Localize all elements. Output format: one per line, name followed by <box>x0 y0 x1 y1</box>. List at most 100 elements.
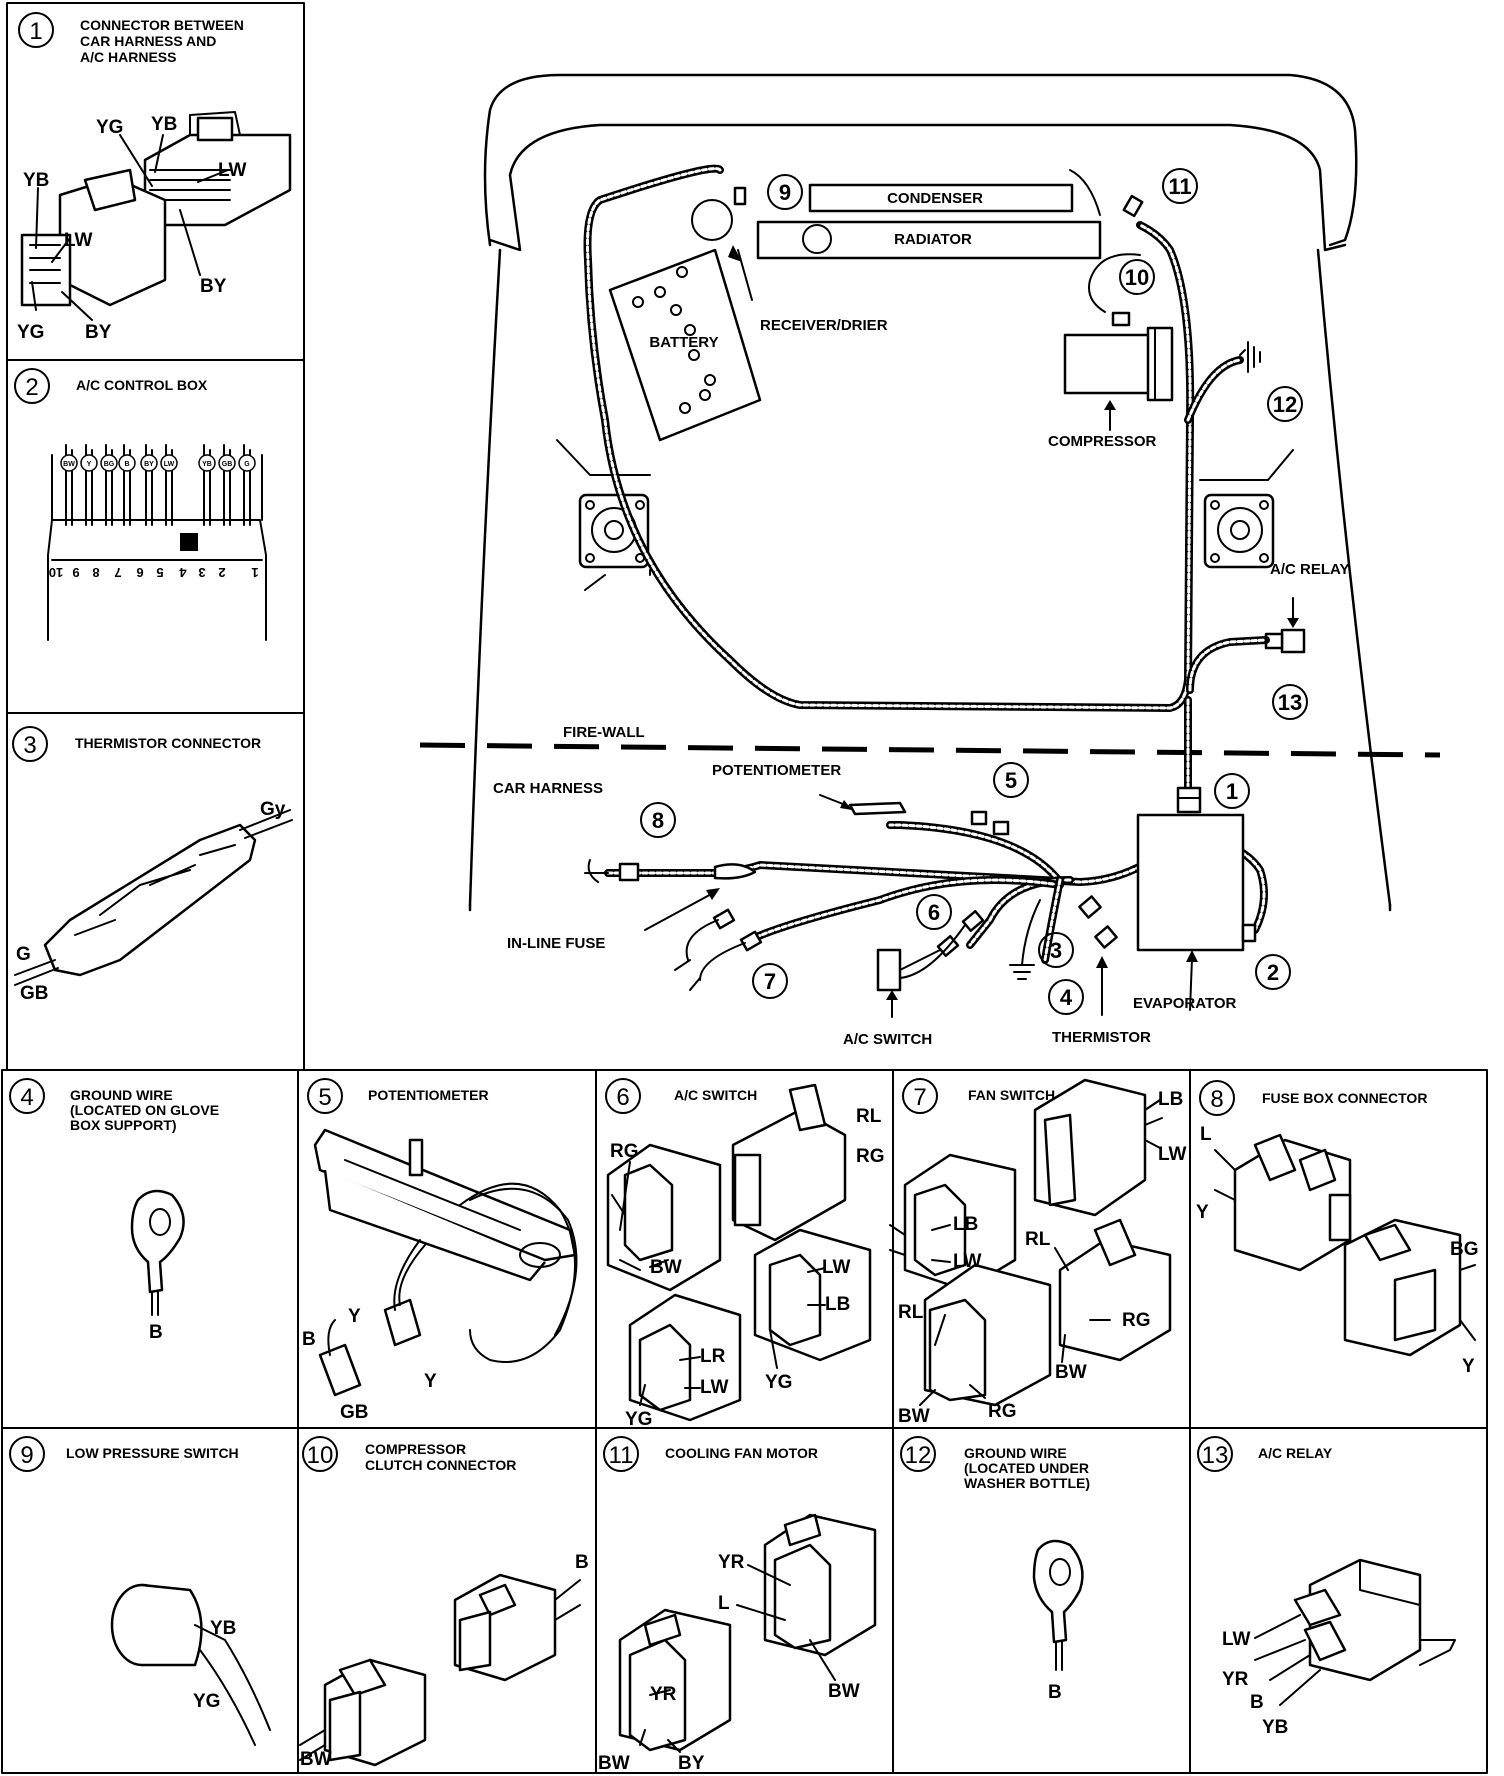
control-box-pin-label: GB <box>222 461 233 468</box>
wire-label-p8-bg: BG <box>1450 1239 1479 1260</box>
wire-label-p7-bw-left: BW <box>898 1406 930 1427</box>
callout-number: 13 <box>1278 690 1302 715</box>
ground-terminal-glove-box <box>130 1189 185 1316</box>
panel-8-title: FUSE BOX CONNECTOR <box>1262 1090 1427 1106</box>
label-fire-wall: FIRE-WALL <box>563 724 645 741</box>
wire-label-p6-lb: LB <box>825 1294 850 1315</box>
wire-label-p3-g: G <box>16 944 31 965</box>
compressor <box>1063 326 1174 431</box>
wire-label-p13-lw: LW <box>1222 1629 1251 1650</box>
fuse-box-connector-drawing <box>1214 1133 1476 1357</box>
panel-8-fuse-box-connector: 8 FUSE BOX CONNECTOR L Y BG Y <box>1196 1080 1479 1377</box>
label-evaporator: EVAPORATOR <box>1133 995 1237 1012</box>
control-box-terminal-number: 3 <box>198 565 205 580</box>
harness-connector-leaders <box>31 134 229 321</box>
wire-label-p9-yg: YG <box>193 1691 220 1712</box>
main-diagram: FIRE-WALL CONDENSER RADIATOR RECEIVER/DR… <box>419 73 1441 1048</box>
wire-label-p8-y-right: Y <box>1462 1356 1475 1377</box>
wire-label-p7-lw-top: LW <box>1158 1144 1187 1165</box>
control-box-pin: BW <box>60 444 78 526</box>
control-box-pin-label: BY <box>144 461 154 468</box>
wire-label-p7-rg-bottom: RG <box>988 1401 1017 1422</box>
evaporator <box>1136 813 1245 952</box>
control-box-pin-label: YB <box>202 461 212 468</box>
panel-12-title-line1: GROUND WIRE <box>964 1445 1067 1461</box>
wire-label-p1-yb-left: YB <box>23 170 49 191</box>
wire-label-p1-yb-top: YB <box>151 114 177 135</box>
label-thermistor: THERMISTOR <box>1052 1029 1151 1046</box>
panel-6-number: 6 <box>616 1084 629 1111</box>
wire-label-p8-l: L <box>1200 1124 1212 1145</box>
panel-12-title-line2: (LOCATED UNDER <box>964 1460 1089 1476</box>
wire-label-p3-gy: Gy <box>260 799 286 820</box>
panel-10-title-line1: COMPRESSOR <box>365 1441 466 1457</box>
firewall-line <box>419 742 1441 758</box>
control-box-pin: Y <box>80 444 98 526</box>
panel-11-cooling-fan-motor: 11 COOLING FAN MOTOR YR L BW YR BW BY <box>598 1436 877 1774</box>
wire-label-p7-bw-right: BW <box>1055 1362 1087 1383</box>
ground-terminal-washer-bottle <box>1032 1539 1084 1671</box>
wire-label-p11-by: BY <box>678 1753 705 1774</box>
callout-number: 8 <box>652 808 664 833</box>
label-condenser: CONDENSER <box>887 190 983 207</box>
wire-label-p3-gb: GB <box>20 983 49 1004</box>
wire-label-p7-lw-left: LW <box>953 1251 982 1272</box>
compressor-clutch-connector-drawing <box>299 1573 581 1767</box>
wire-label-p10-bw: BW <box>300 1749 332 1770</box>
wire-label-p6-lw-right: LW <box>822 1257 851 1278</box>
engine-mount-left <box>556 439 651 591</box>
callout-2: 2 <box>1255 954 1291 990</box>
wire-label-p6-lr: LR <box>700 1346 726 1367</box>
panel-10-number: 10 <box>307 1442 334 1469</box>
panel-1-number: 1 <box>29 18 42 45</box>
panel-1-title-line3: A/C HARNESS <box>80 49 176 65</box>
wire-label-p7-rl-left: RL <box>898 1302 924 1323</box>
wire-label-p5-y-bottom: Y <box>424 1371 437 1392</box>
control-box-pin: LW <box>160 444 178 526</box>
ac-relay-drawing <box>1254 1558 1456 1706</box>
control-box-pin-label: B <box>124 461 129 468</box>
control-box-terminal-number: 9 <box>72 565 79 580</box>
panel-11-title: COOLING FAN MOTOR <box>665 1445 818 1461</box>
label-receiver-drier: RECEIVER/DRIER <box>760 317 888 334</box>
wire-label-p6-rg-right: RG <box>856 1146 885 1167</box>
wire-label-p1-by-right: BY <box>200 276 227 297</box>
wire-label-p7-lb-top: LB <box>1158 1089 1183 1110</box>
wire-label-p4-b: B <box>149 1322 163 1343</box>
panel-5-number: 5 <box>318 1084 331 1111</box>
wire-label-p1-lw-left: LW <box>64 230 93 251</box>
wire-label-p7-rl-right: RL <box>1025 1229 1051 1250</box>
thermistor-drawing <box>14 809 293 986</box>
battery <box>608 248 762 442</box>
label-ac-switch: A/C SWITCH <box>843 1031 932 1048</box>
control-box-pin-label: G <box>244 461 250 468</box>
ac-relay <box>1264 597 1306 654</box>
control-box-pin: BY <box>140 444 158 526</box>
ac-switch-leaders <box>619 1161 826 1406</box>
callout-11: 11 <box>1162 168 1198 204</box>
wire-label-p11-bw-bottom: BW <box>598 1753 630 1774</box>
wire-label-p10-b: B <box>575 1552 589 1573</box>
panel-4-title-line2: (LOCATED ON GLOVE <box>70 1102 219 1118</box>
panel-7-title: FAN SWITCH <box>968 1087 1055 1103</box>
panel-5-title: POTENTIOMETER <box>368 1087 489 1103</box>
wire-label-p6-rg-left: RG <box>610 1141 639 1162</box>
cooling-fan-leaders <box>639 1564 836 1753</box>
panel-10-compressor-clutch-connector: 10 COMPRESSOR CLUTCH CONNECTOR B BW <box>299 1436 589 1770</box>
control-box-pin-label: BW <box>63 461 75 468</box>
panel-4-number: 4 <box>20 1084 33 1111</box>
condenser <box>808 183 1074 213</box>
wire-label-p8-y-left: Y <box>1196 1202 1209 1223</box>
panel-3-thermistor-connector: 3 THERMISTOR CONNECTOR Gy G GB <box>12 726 293 1004</box>
control-box-pin: B <box>118 444 136 526</box>
wire-label-p1-yg-bottom: YG <box>17 322 44 343</box>
panel-1-harness-connector: 1 CONNECTOR BETWEEN CAR HARNESS AND A/C … <box>17 12 292 343</box>
panel-2-title: A/C CONTROL BOX <box>76 377 208 393</box>
callout-number: 7 <box>764 969 776 994</box>
wire-label-p1-by-bottom: BY <box>85 322 112 343</box>
ac-switch-block <box>876 948 902 992</box>
